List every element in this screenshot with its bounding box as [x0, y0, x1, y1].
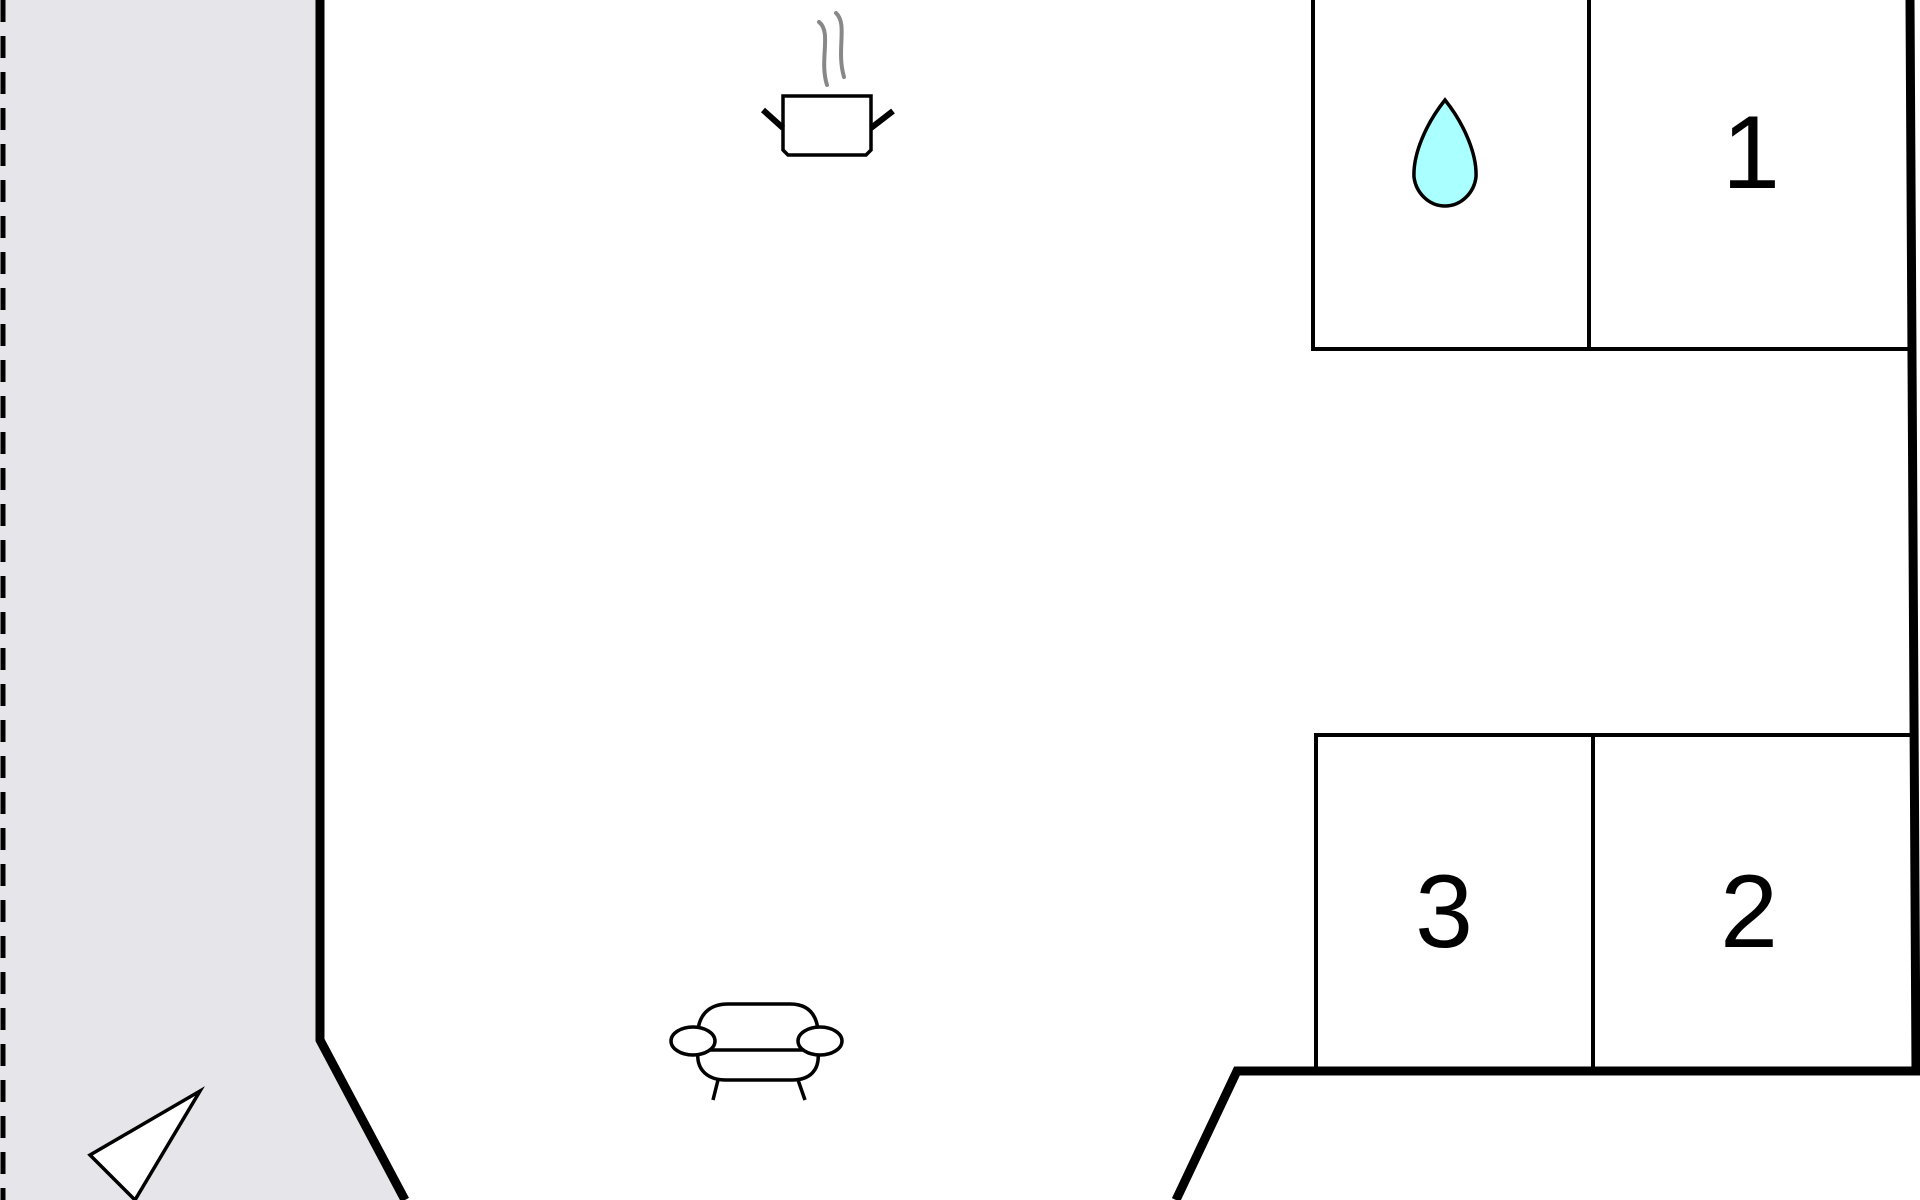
exterior-area [0, 0, 405, 1200]
room-bottom [1314, 733, 1910, 1071]
sofa-icon [669, 1002, 844, 1101]
room-top [1311, 0, 1910, 351]
exterior-wall-left [315, 0, 409, 1200]
room-label-3: 3 [1415, 854, 1473, 970]
exterior-wall-right [1171, 0, 1920, 1200]
water-drop-icon [1412, 97, 1478, 208]
room-label-2: 2 [1720, 854, 1778, 970]
kitchen-pot-icon [760, 11, 895, 157]
room-label-1: 1 [1722, 95, 1780, 211]
compass-arrow-icon [87, 1086, 205, 1200]
